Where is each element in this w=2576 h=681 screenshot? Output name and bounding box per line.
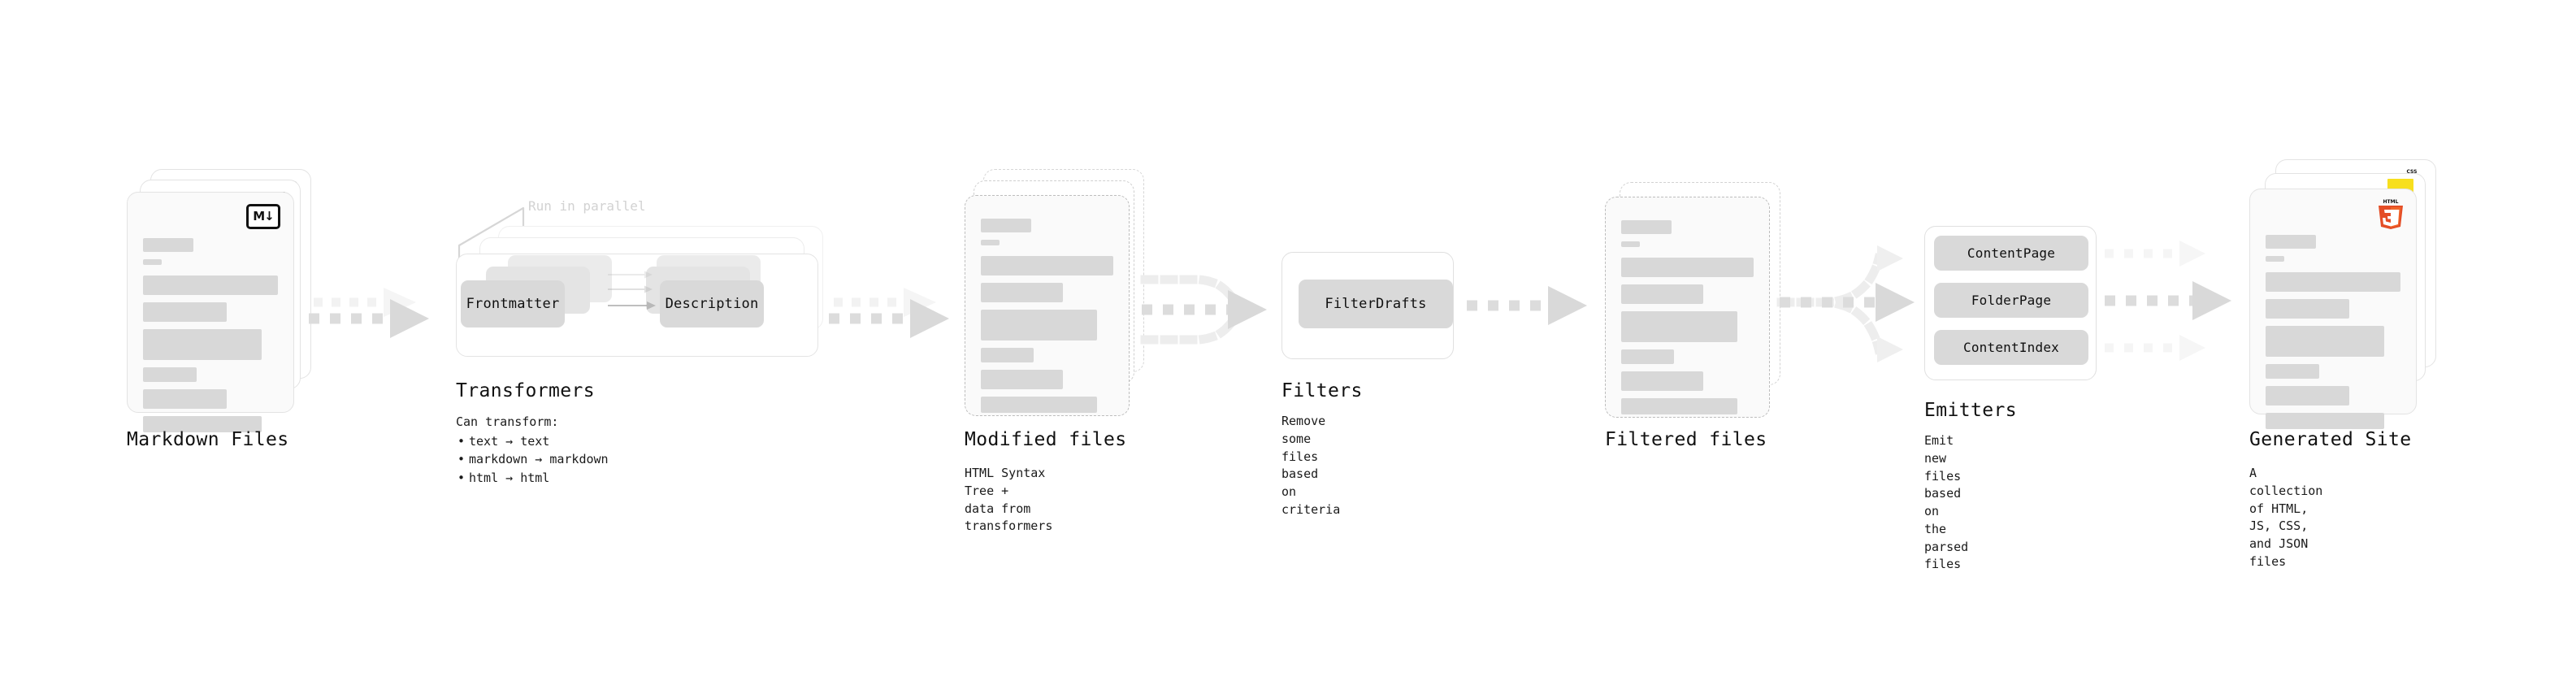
html5-badge-icon: HTML — [2379, 199, 2403, 229]
modified-file-card — [965, 195, 1130, 416]
list-item: html → html — [458, 469, 609, 488]
emitter-pill-contentindex[interactable]: ContentIndex — [1934, 330, 2088, 365]
modified-files-description: HTML Syntax Tree + data from transformer… — [965, 466, 1053, 534]
generated-skeleton-bars — [2266, 235, 2400, 429]
emitter-pill-contentpage[interactable]: ContentPage — [1934, 236, 2088, 271]
skeleton-bar — [2266, 235, 2316, 249]
skeleton-bar — [1621, 349, 1675, 364]
svg-text:HTML: HTML — [2383, 199, 2399, 205]
transformers-description: Can transform: text → text markdown → ma… — [456, 413, 609, 487]
skeleton-bar — [981, 240, 1000, 245]
list-item: markdown → markdown — [458, 450, 609, 469]
emitter-pill-folderpage[interactable]: FolderPage — [1934, 283, 2088, 318]
skeleton-bar — [2266, 272, 2400, 292]
run-in-parallel-label: Run in parallel — [528, 198, 646, 214]
skeleton-bar — [1621, 220, 1672, 234]
skeleton-bar — [981, 370, 1064, 389]
arrow-transformers-to-modified — [829, 288, 949, 338]
transformers-desc-lead: Can transform: — [456, 414, 559, 429]
skeleton-bar — [143, 259, 162, 265]
arrow-filtered-to-emitters — [1776, 245, 1915, 362]
markdown-files-title: Markdown Files — [127, 429, 289, 450]
arrow-emitters-to-generated — [2105, 241, 2231, 361]
list-item: text → text — [458, 432, 609, 451]
skeleton-bar — [1621, 284, 1704, 304]
skeleton-bar — [981, 310, 1098, 340]
skeleton-bar — [1621, 241, 1640, 247]
skeleton-bar — [981, 219, 1031, 232]
skeleton-bar — [1621, 371, 1704, 391]
modified-files-title: Modified files — [965, 429, 1127, 450]
skeleton-bar — [143, 238, 193, 252]
skeleton-bar — [981, 397, 1098, 413]
generated-file-card: HTML — [2249, 189, 2417, 429]
skeleton-bar — [143, 302, 227, 322]
skeleton-bar — [1621, 311, 1738, 342]
filter-pill-filterdrafts[interactable]: FilterDrafts — [1299, 280, 1453, 328]
arrow-modified-to-filters — [1140, 275, 1267, 345]
generated-site-title: Generated Site — [2249, 429, 2412, 450]
arrow-filters-to-filtered — [1467, 286, 1587, 325]
skeleton-bar — [2266, 256, 2284, 262]
markdown-skeleton-bars — [143, 238, 278, 432]
skeleton-bar — [981, 256, 1113, 275]
skeleton-bar — [143, 367, 197, 382]
filtered-files-title: Filtered files — [1605, 429, 1767, 450]
modified-skeleton-bars — [981, 219, 1113, 413]
transformer-pill-frontmatter[interactable]: Frontmatter — [461, 280, 565, 327]
transformers-title: Transformers — [456, 380, 595, 401]
transformer-inner-arrows — [608, 271, 656, 310]
skeleton-bar — [2266, 364, 2320, 379]
arrow-markdown-to-transformers — [309, 288, 429, 338]
skeleton-bar — [1621, 398, 1738, 414]
skeleton-bar — [143, 389, 227, 409]
transformer-pill-description[interactable]: Description — [660, 280, 764, 327]
emitters-description: Emit new files based on the parsed files — [1924, 433, 1969, 572]
skeleton-bar — [981, 283, 1064, 302]
skeleton-bar — [2266, 386, 2349, 406]
emitters-title: Emitters — [1924, 400, 2017, 421]
skeleton-bar — [1621, 258, 1754, 277]
markdown-file-card: M↓ — [127, 192, 294, 432]
filtered-skeleton-bars — [1621, 220, 1754, 414]
skeleton-bar — [143, 416, 262, 432]
skeleton-bar — [2266, 299, 2349, 319]
transformers-desc-list: text → text markdown → markdown html → h… — [456, 432, 609, 488]
skeleton-bar — [2266, 326, 2385, 357]
filters-description: Remove some files based on criteria — [1281, 414, 1341, 517]
skeleton-bar — [981, 348, 1034, 362]
skeleton-bar — [143, 275, 278, 295]
css-badge-label: CSS — [2406, 169, 2418, 175]
skeleton-bar — [2266, 413, 2385, 429]
skeleton-bar — [143, 329, 262, 360]
filters-title: Filters — [1281, 380, 1363, 401]
markdown-badge-icon: M↓ — [246, 204, 280, 229]
filtered-file-card — [1605, 197, 1770, 418]
generated-site-description: A collection of HTML, JS, CSS, and JSON … — [2249, 466, 2323, 569]
